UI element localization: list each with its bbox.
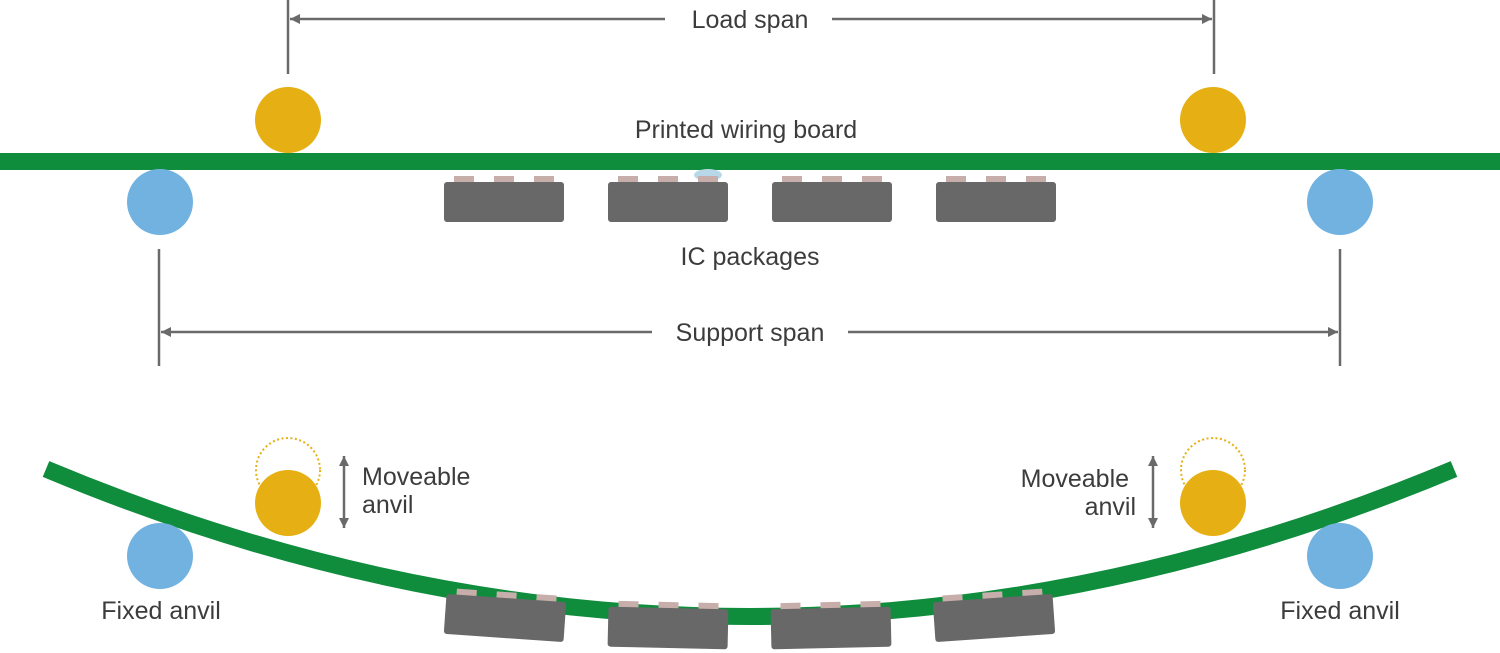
ic-package [607,600,729,650]
support-anvil-left [127,169,193,235]
load-span-label: Load span [692,6,809,34]
board-label: Printed wiring board [635,116,857,144]
ic-package [608,176,728,222]
fixed-anvils [127,523,1373,589]
ic-package [936,176,1056,222]
moveable-anvil-right-group: Moveable anvil [1021,437,1246,536]
moveable-anvil-left-group: Moveable anvil [255,437,477,536]
load-anvil-left [255,87,321,153]
load-span-dimension: Load span [286,0,1216,74]
printed-wiring-board-flat [0,153,1500,170]
load-anvil-right [1180,87,1246,153]
moveable-anvil-left [255,470,321,536]
ic-package [932,588,1056,642]
fixed-anvil-left-label: Fixed anvil [101,597,221,625]
ic-package [444,176,564,222]
fixed-anvil-right [1307,523,1373,589]
load-anvils-top [255,87,1246,153]
ic-packages-bent [443,588,1056,650]
moveable-anvil-left-label: Moveable anvil [362,463,477,519]
ic-package [770,600,892,650]
moveable-anvil-right [1180,470,1246,536]
fixed-anvil-left [127,523,193,589]
support-span-dimension: Support span [157,249,1342,366]
support-anvil-right [1307,169,1373,235]
fixed-anvil-right-label: Fixed anvil [1280,597,1400,625]
support-anvils-top [127,169,1373,235]
printed-wiring-board-bent [42,461,1458,625]
ic-packages-label: IC packages [681,243,820,271]
support-span-label: Support span [676,319,825,347]
moveable-anvil-right-label: Moveable anvil [1021,465,1136,521]
ic-packages-flat [444,176,1056,222]
ic-package [443,588,567,642]
ic-package [772,176,892,222]
